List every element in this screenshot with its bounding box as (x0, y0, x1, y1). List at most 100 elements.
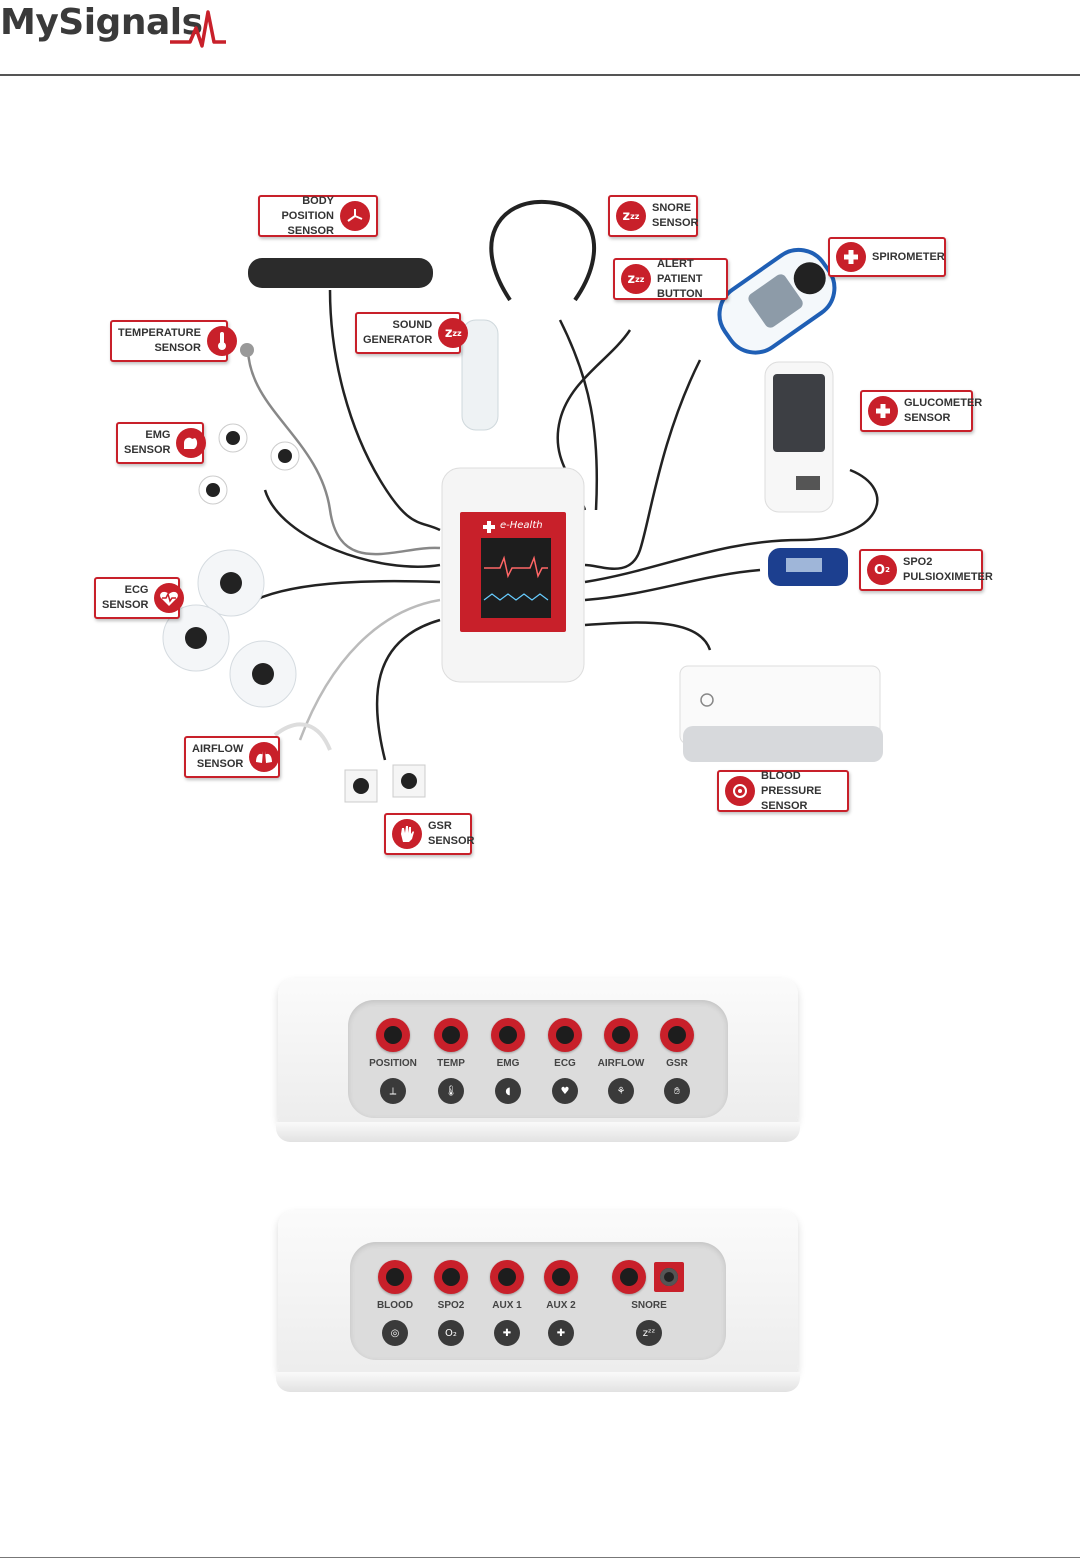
device-front-panel: POSITION TEMP EMG ECG AIRFLOW GSR ⟂ 🌡︎ ◖… (276, 978, 800, 1142)
port-aux-2 (544, 1260, 578, 1294)
muscle-arm-icon: ◖ (495, 1078, 521, 1104)
spo2-device (768, 548, 848, 586)
label-text: SNORE (652, 202, 692, 214)
label-text: TEMPERATURE (118, 327, 201, 339)
header-divider (0, 74, 1080, 76)
label-text: AIRFLOW (192, 743, 244, 755)
temperature-cable (246, 349, 441, 556)
label-text: SENSOR (652, 217, 699, 229)
port-label-blood: BLOOD (376, 1300, 414, 1311)
snore-cable (558, 319, 599, 511)
snore-headset (489, 199, 597, 302)
temperature-probe (240, 343, 254, 357)
cables-and-devices-illustration (162, 199, 883, 803)
label-text: SPO2 (903, 556, 933, 568)
port-emg (491, 1018, 525, 1052)
axes-icon (340, 201, 370, 231)
label-text: BUTTON (657, 287, 703, 300)
label-airflow-sensor: AIRFLOW SENSOR (184, 736, 280, 778)
port-label-aux-2: AUX 2 (546, 1300, 576, 1311)
heart-pulse-icon: ♥ (552, 1078, 578, 1104)
port-label-ecg: ECG (554, 1058, 576, 1069)
label-body-position: BODY POSITION SENSOR (258, 195, 378, 237)
medical-cross-icon (836, 242, 866, 272)
axes-icon: ⟂ (380, 1078, 406, 1104)
snore-jack (654, 1262, 684, 1292)
port-label-spo2: SPO2 (437, 1300, 465, 1311)
label-text: SENSOR (196, 758, 244, 770)
heartbeat-logo-icon (170, 10, 226, 48)
body-position-cable (328, 289, 441, 532)
stethoscope-icon (725, 776, 755, 806)
ecg-cable (254, 579, 441, 602)
label-ecg-sensor: ECG SENSOR (94, 577, 185, 619)
spirometer-cable (584, 359, 702, 570)
label-text: SENSOR (102, 599, 149, 611)
label-gsr-sensor: GSR SENSOR (384, 813, 475, 855)
medical-cross-icon: ✚ (548, 1320, 574, 1346)
label-text: BODY POSITION (281, 194, 334, 222)
snore-zzz-icon: zᶻᶻ (636, 1320, 662, 1346)
footer-divider (0, 1557, 1080, 1558)
port-temp (434, 1018, 468, 1052)
airflow-cable (298, 598, 441, 741)
blood-pressure-device (679, 665, 883, 762)
port-aux-1 (490, 1260, 524, 1294)
label-text: SENSOR (287, 224, 334, 237)
label-text: GSR (428, 820, 452, 832)
port-spo2 (434, 1260, 468, 1294)
spo2-cable (584, 568, 761, 602)
gsr-cable (375, 618, 441, 761)
front-port-panel: POSITION TEMP EMG ECG AIRFLOW GSR ⟂ 🌡︎ ◖… (348, 1000, 728, 1118)
blood-pressure-cable (584, 621, 712, 651)
label-text: ALERT PATIENT (657, 257, 703, 285)
emg-cable (263, 489, 441, 568)
port-label-airflow: AIRFLOW (597, 1058, 645, 1069)
label-text: SPIROMETER (872, 250, 945, 263)
e-health-main-device (441, 467, 585, 683)
label-text: PULSIOXIMETER (903, 571, 993, 583)
port-position (376, 1018, 410, 1052)
back-port-panel: BLOOD SPO2 AUX 1 AUX 2 SNORE ◎ O₂ ✚ ✚ zᶻ… (350, 1242, 726, 1360)
port-blood (378, 1260, 412, 1294)
port-label-snore: SNORE (631, 1300, 667, 1311)
lungs-icon: ⚘ (608, 1078, 634, 1104)
label-temperature-sensor: TEMPERATURE SENSOR (110, 320, 237, 362)
heart-pulse-icon (154, 583, 185, 613)
label-text: GLUCOMETER (904, 397, 983, 409)
page-header: MySignals (0, 0, 1080, 76)
label-blood-pressure-sensor: BLOOD PRESSURE SENSOR (717, 770, 849, 812)
thermometer-icon (206, 326, 237, 356)
body-position-strap (248, 258, 433, 288)
label-text: SENSOR (124, 444, 171, 456)
label-text: SENSOR (428, 835, 475, 847)
port-ecg (548, 1018, 582, 1052)
thermometer-icon: 🌡︎ (438, 1078, 464, 1104)
airflow-cannula (273, 722, 332, 751)
device-brand-text: e-Health (500, 520, 543, 531)
label-text: SENSOR (154, 342, 201, 354)
oxygen-drop-icon: O₂ (438, 1320, 464, 1346)
hand-icon (392, 819, 422, 849)
label-text: SENSOR (761, 799, 808, 812)
device-back-panel: BLOOD SPO2 AUX 1 AUX 2 SNORE ◎ O₂ ✚ ✚ zᶻ… (276, 1210, 800, 1392)
port-label-temp: TEMP (437, 1058, 465, 1069)
port-label-position: POSITION (369, 1058, 417, 1069)
hand-icon: ✋︎ (664, 1078, 690, 1104)
glucometer-device (764, 361, 834, 513)
medical-cross-icon: ✚ (494, 1320, 520, 1346)
lungs-icon (249, 742, 280, 772)
label-text: ECG (124, 584, 149, 596)
label-text: BLOOD PRESSURE (761, 769, 822, 797)
